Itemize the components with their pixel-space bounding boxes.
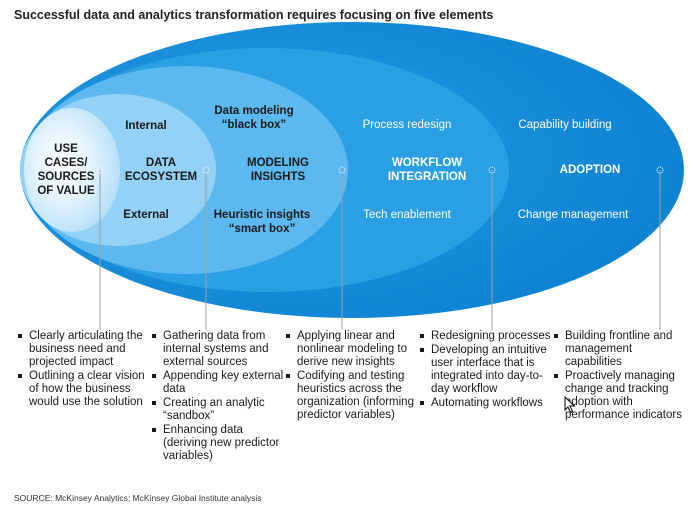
label-line: OF VALUE: [37, 185, 95, 197]
chart-title: Successful data and analytics transforma…: [14, 8, 494, 22]
bullet-item: Applying linear and nonlinear modeling t…: [284, 330, 418, 369]
mouse-cursor-icon: [564, 396, 576, 414]
connector-dot-icon: [338, 166, 346, 174]
label-use-cases: USE CASES/ SOURCES OF VALUE: [28, 142, 104, 198]
bullet-list: Clearly articulating the business need a…: [16, 330, 150, 409]
bullet-item: Appending key external data: [150, 370, 284, 396]
label-line: ECOSYSTEM: [124, 171, 198, 183]
label-workflow-integration: WORKFLOW INTEGRATION: [372, 156, 482, 184]
label-line: USE: [54, 143, 78, 155]
label-line: SOURCES: [37, 171, 95, 183]
label-adoption: ADOPTION: [559, 164, 621, 176]
bullet-item: Automating workflows: [418, 397, 552, 410]
bullet-list: Applying linear and nonlinear modeling t…: [284, 330, 418, 422]
label-data-ecosystem: DATA ECOSYSTEM: [116, 156, 206, 184]
bullet-list: Building frontline and management capabi…: [552, 330, 686, 422]
label-line: INSIGHTS: [250, 171, 306, 183]
bullet-item: Creating an analytic “sandbox”: [150, 397, 284, 423]
bullet-item: Redesigning processes: [418, 330, 552, 343]
bullet-list: Gathering data from internal systems and…: [150, 330, 284, 463]
sublabel-process-redesign: Process redesign: [362, 119, 452, 131]
label-line: Data modeling “black box”: [214, 105, 294, 131]
connector-dot-icon: [488, 166, 496, 174]
sublabel-capability-building: Capability building: [518, 119, 612, 131]
source-note: SOURCE: McKinsey Analytics; McKinsey Glo…: [14, 493, 262, 503]
column-use-cases: Clearly articulating the business need a…: [16, 330, 150, 410]
connector-dot-icon: [656, 166, 664, 174]
bullet-columns: Clearly articulating the business need a…: [0, 330, 698, 490]
label-line: DATA: [145, 157, 177, 169]
label-line: MODELING: [247, 157, 309, 169]
sublabel-change-management: Change management: [517, 209, 629, 221]
bullet-item: Enhancing data (deriving new predictor v…: [150, 424, 284, 463]
connector-dot-icon: [96, 166, 104, 174]
label-line: INTEGRATION: [387, 171, 467, 183]
bullet-item: Gathering data from internal systems and…: [150, 330, 284, 369]
sublabel-heuristic-insights: Heuristic insights “smart box”: [204, 208, 320, 236]
sublabel-external: External: [123, 209, 169, 221]
bullet-list: Redesigning processes Developing an intu…: [418, 330, 552, 410]
column-adoption: Building frontline and management capabi…: [552, 330, 686, 423]
sublabel-data-modeling: Data modeling “black box”: [204, 104, 304, 132]
bullet-item: Clearly articulating the business need a…: [16, 330, 150, 369]
label-modeling-insights: MODELING INSIGHTS: [236, 156, 320, 184]
column-modeling-insights: Applying linear and nonlinear modeling t…: [284, 330, 418, 423]
label-line: Heuristic insights “smart box”: [213, 209, 311, 235]
sublabel-tech-enablement: Tech enablement: [363, 209, 451, 221]
bullet-item: Codifying and testing heuristics across …: [284, 370, 418, 422]
bullet-item: Building frontline and management capabi…: [552, 330, 686, 369]
label-line: CASES/: [44, 157, 88, 169]
bullet-item: Proactively managing change and tracking…: [552, 370, 686, 422]
column-workflow-integration: Redesigning processes Developing an intu…: [418, 330, 552, 411]
bullet-item: Developing an intuitive user interface t…: [418, 344, 552, 396]
connector-lines: [96, 166, 664, 330]
column-data-ecosystem: Gathering data from internal systems and…: [150, 330, 284, 464]
bullet-item: Outlining a clear vision of how the busi…: [16, 370, 150, 409]
sublabel-internal: Internal: [125, 120, 167, 132]
nested-ellipse-diagram: [20, 22, 684, 330]
label-line: WORKFLOW: [391, 157, 463, 169]
connector-dot-icon: [202, 166, 210, 174]
ellipse-use-cases: [24, 108, 120, 232]
